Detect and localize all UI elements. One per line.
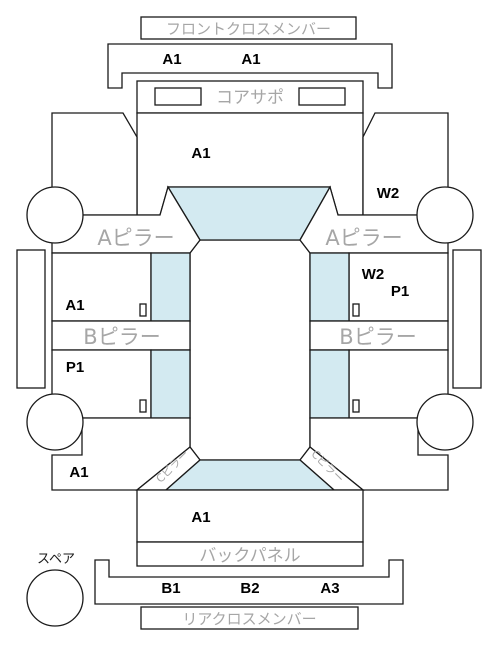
roof[interactable] (189, 239, 311, 461)
left-front-window[interactable] (150, 252, 191, 322)
left-side-mirror[interactable] (16, 249, 46, 389)
back-panel[interactable] (136, 541, 364, 567)
right-front-door-top-code: W2 (362, 266, 385, 283)
left-rear-door-code: P1 (66, 359, 84, 376)
right-headlight[interactable] (298, 87, 346, 106)
front-cross-right-code: A1 (241, 51, 260, 68)
right-rear-door-handle (352, 399, 360, 413)
rear-cross-middle-code: B2 (240, 580, 259, 597)
spare-label: スペア (37, 552, 75, 567)
a-pillar-right-label: Aピラー (325, 226, 402, 250)
b-pillar-left-label: Bピラー (83, 325, 160, 349)
left-rear-window[interactable] (150, 349, 191, 419)
core-support-label: コアサポ (216, 88, 284, 108)
b-pillar-right[interactable] (309, 320, 449, 351)
rear-bumper[interactable] (94, 559, 404, 605)
right-side-mirror[interactable] (452, 249, 482, 389)
left-front-door-handle (139, 303, 147, 317)
right-front-door[interactable] (348, 252, 449, 322)
front-cross-left-code: A1 (162, 51, 181, 68)
b-pillar-right-label: Bピラー (339, 325, 416, 349)
right-front-window[interactable] (309, 252, 350, 322)
right-front-door-handle (352, 303, 360, 317)
right-front-fender-code: W2 (377, 185, 400, 202)
right-rear-quarter[interactable] (309, 417, 449, 491)
front-cross-member-label: フロントクロスメンバー (166, 20, 331, 38)
right-front-wheel[interactable] (416, 186, 474, 244)
right-front-door-bottom-code: P1 (391, 283, 409, 300)
back-panel-label: バックパネル (199, 546, 300, 566)
rear-cross-member-box (140, 606, 359, 630)
left-rear-quarter[interactable] (51, 417, 191, 491)
left-rear-door-handle (139, 399, 147, 413)
left-headlight[interactable] (154, 87, 202, 106)
right-rear-window[interactable] (309, 349, 350, 419)
left-rear-wheel[interactable] (26, 393, 84, 451)
rear-cross-left-code: B1 (161, 580, 180, 597)
rear-cross-right-code: A3 (320, 580, 339, 597)
trunk[interactable] (136, 489, 364, 543)
left-front-door-code: A1 (65, 297, 84, 314)
front-cross-member-box (140, 16, 357, 40)
left-front-wheel[interactable] (26, 186, 84, 244)
rear-cross-member-label: リアクロスメンバー (182, 610, 316, 628)
a-pillar-left-label: Aピラー (97, 226, 174, 250)
front-bumper[interactable] (107, 43, 393, 89)
left-front-door[interactable] (51, 252, 152, 322)
b-pillar-left[interactable] (51, 320, 191, 351)
left-rear-quarter-code: A1 (69, 464, 88, 481)
spare-tire[interactable] (26, 569, 84, 627)
hood-code: A1 (191, 145, 210, 162)
trunk-code: A1 (191, 509, 210, 526)
right-rear-wheel[interactable] (416, 393, 474, 451)
